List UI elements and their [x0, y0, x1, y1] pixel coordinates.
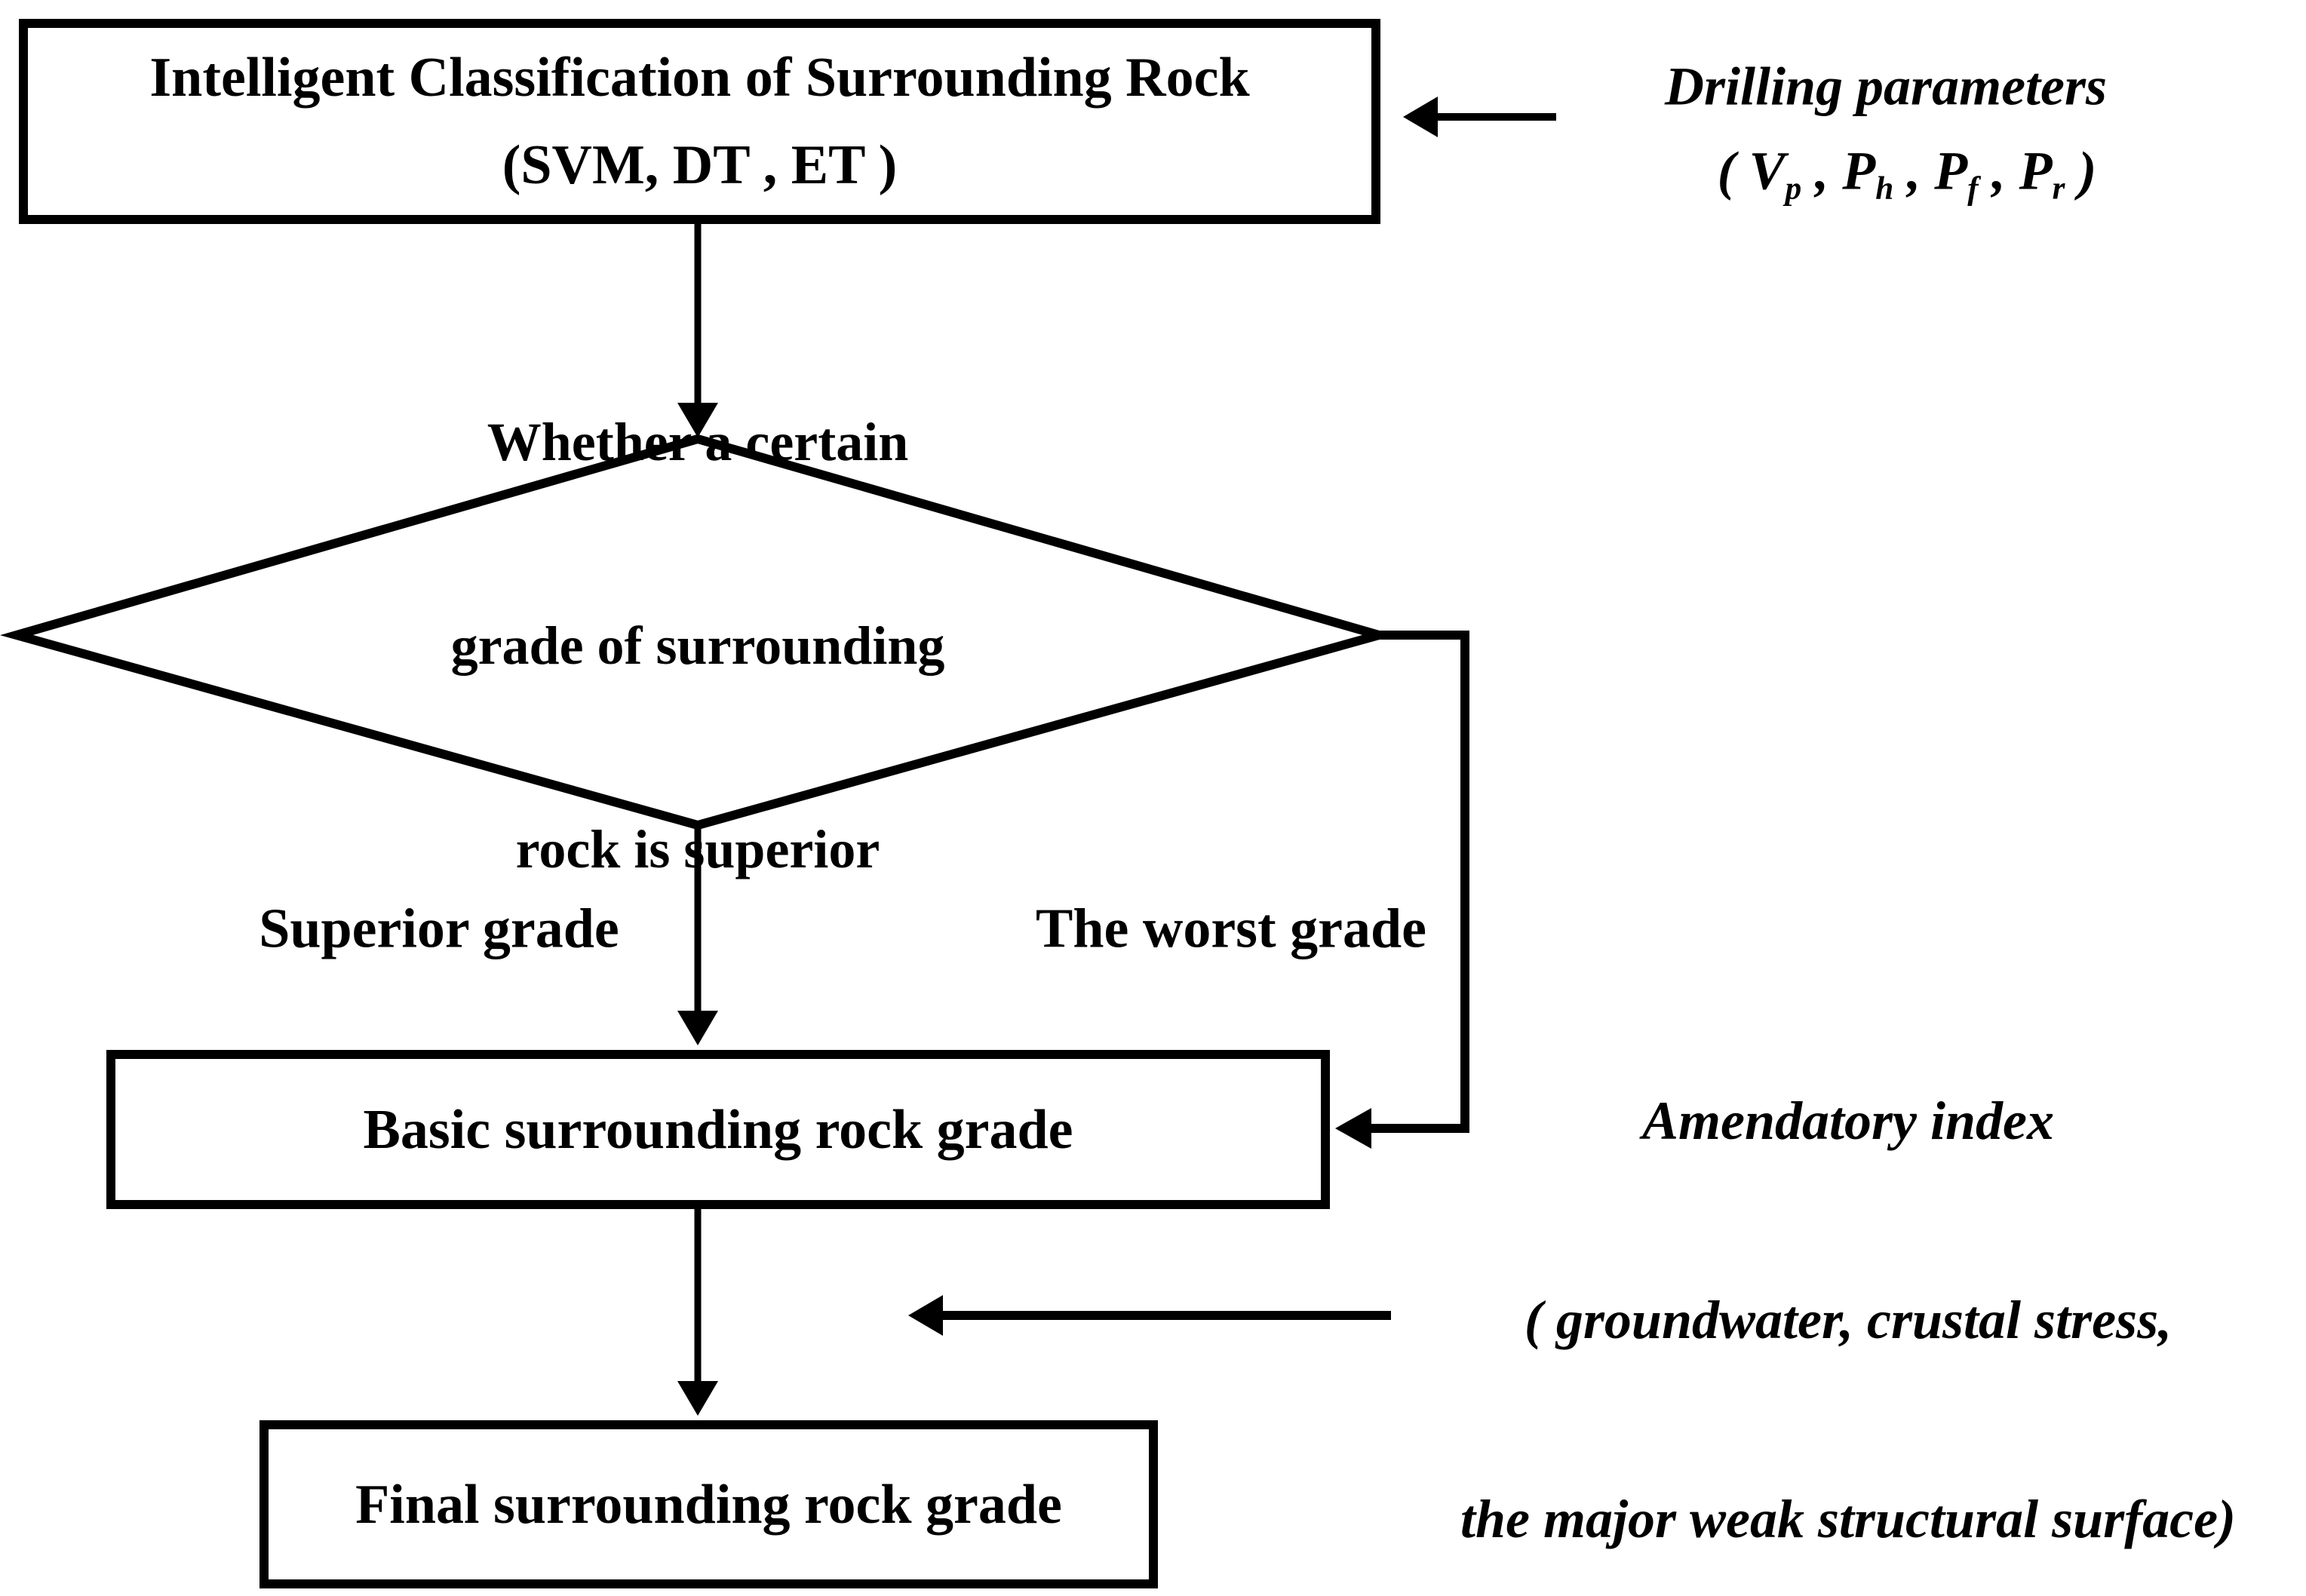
worst-branch-elbow-arrow [1335, 631, 1469, 1149]
arrowhead-left-icon [1335, 1108, 1371, 1149]
classification-line2: (SVM, DT , ET ) [502, 134, 898, 196]
drilling-param-pf: Pf [1934, 140, 1978, 207]
drilling-separator: , [1978, 140, 2019, 201]
drilling-input-arrow [1403, 97, 1556, 137]
basic-grade-label: Basic surrounding rock grade [363, 1098, 1073, 1161]
drilling-param-pr-base: P [2019, 140, 2053, 201]
arrowhead-down-icon [677, 403, 718, 437]
classification-to-decision-arrow [677, 224, 718, 437]
amendatory-input-arrow [908, 1295, 1391, 1336]
worst-grade-label: The worst grade [1036, 898, 1426, 960]
drilling-separator: , [1801, 140, 1843, 201]
amendatory-line3: the major weak structural surface) [1460, 1489, 2237, 1549]
decision-line2: grade of surrounding [450, 615, 945, 676]
arrowhead-down-icon [677, 1011, 718, 1045]
drilling-param-ph-sub: h [1875, 170, 1894, 207]
drilling-param-vp: Vp [1749, 140, 1802, 207]
drilling-param-ph: Ph [1842, 140, 1893, 207]
decision-text: Whether a certain grade of surrounding r… [451, 272, 945, 1019]
final-grade-box: Final surrounding rock grade [259, 1420, 1158, 1588]
drilling-param-pr-sub: r [2052, 170, 2065, 207]
classification-box: Intelligent Classification of Surroundin… [19, 19, 1380, 224]
classification-line1: Intelligent Classification of Surroundin… [149, 47, 1250, 109]
decision-line3: rock is superior [515, 819, 880, 879]
basic-grade-box: Basic surrounding rock grade [106, 1050, 1330, 1209]
final-grade-label: Final surrounding rock grade [355, 1473, 1062, 1536]
drilling-annotation-title: Drilling parameters [1664, 56, 2108, 117]
drilling-open-paren: ( [1717, 140, 1749, 201]
arrowhead-left-icon [1403, 97, 1438, 137]
arrowhead-down-icon [677, 1381, 718, 1416]
drilling-close-paren: ) [2065, 140, 2097, 201]
decision-to-basic-arrow [677, 825, 718, 1045]
amendatory-annotation: Amendatory index ( groundwater, crustal … [1460, 959, 2236, 1596]
amendatory-line2: ( groundwater, crustal stress, [1524, 1290, 2172, 1350]
drilling-param-vp-base: V [1749, 140, 1786, 201]
drilling-param-pf-base: P [1934, 140, 1968, 201]
superior-grade-label: Superior grade [259, 898, 619, 960]
drilling-separator: , [1893, 140, 1935, 201]
basic-to-final-arrow [677, 1209, 718, 1416]
drilling-annotation-params: ( Vp , Ph , Pf , Pr ) [1663, 78, 2097, 270]
arrowhead-left-icon [908, 1295, 943, 1336]
drilling-param-pr: Pr [2019, 140, 2065, 207]
drilling-param-ph-base: P [1842, 140, 1876, 201]
drilling-param-pf-sub: f [1967, 170, 1979, 207]
decision-line1: Whether a certain [487, 412, 909, 472]
drilling-param-vp-sub: p [1785, 170, 1802, 207]
amendatory-line1: Amendatory index [1641, 1091, 2055, 1151]
